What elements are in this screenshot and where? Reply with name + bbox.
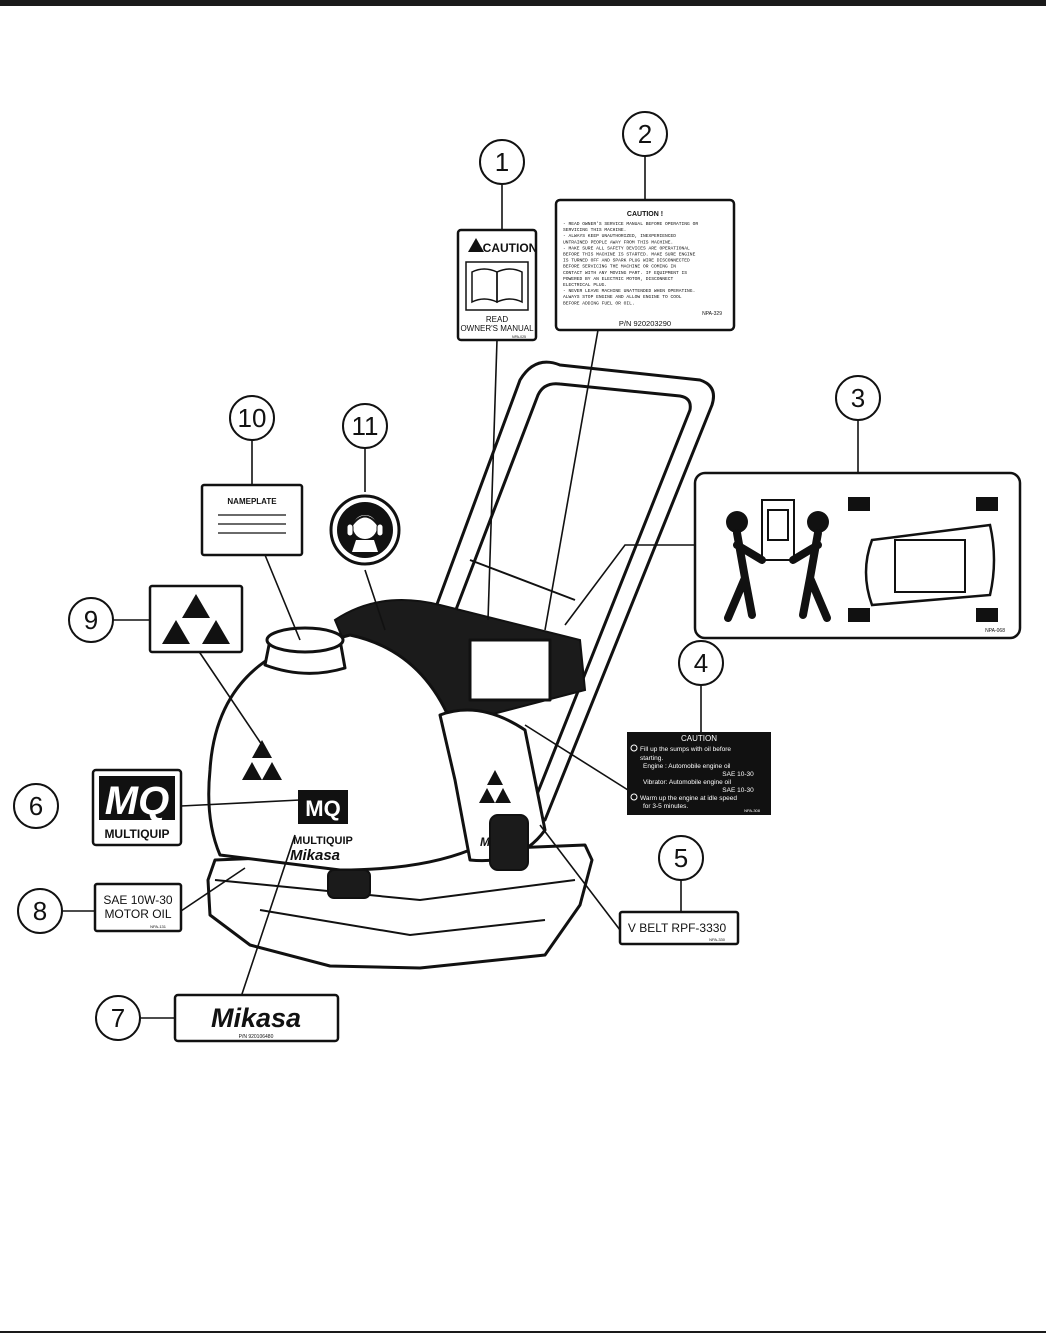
warning-triangle-icon — [468, 238, 484, 252]
decal-11-hearing-protection — [329, 494, 401, 566]
svg-text:NPA-329: NPA-329 — [702, 311, 722, 317]
svg-text:Mikasa: Mikasa — [211, 1003, 301, 1033]
machine-mq-text: MQ — [305, 796, 340, 821]
svg-text:P/N 920106480: P/N 920106480 — [239, 1034, 274, 1040]
svg-text:10: 10 — [238, 403, 267, 433]
decal-2-line: - MAKE SURE ALL SAFETY DEVICES ARE OPERA… — [563, 245, 690, 251]
svg-text:NPA-308: NPA-308 — [744, 808, 761, 813]
decal-2-line: UNTRAINED PEOPLE AWAY FROM THIS MACHINE. — [563, 239, 673, 245]
callout-4: 4 — [678, 640, 724, 686]
svg-text:CAUTION: CAUTION — [681, 734, 717, 743]
decal-9-vibration-symbol — [148, 584, 244, 654]
decal-6-multiquip-logo: MQ MULTIQUIP — [91, 768, 183, 847]
svg-text:7: 7 — [111, 1003, 125, 1033]
page-bottom-rule — [0, 1331, 1046, 1333]
svg-text:3: 3 — [851, 383, 865, 413]
svg-text:Warm up the engine at idle spe: Warm up the engine at idle speed — [640, 795, 737, 802]
svg-text:MOTOR OIL: MOTOR OIL — [104, 907, 171, 921]
decal-2-line: - NEVER LEAVE MACHINE UNATTENDED WHEN OP… — [563, 288, 695, 294]
machine-brand-text: MULTIQUIP — [293, 835, 353, 847]
decal-2-line: SERVICING THIS MACHINE. — [563, 227, 626, 233]
page-top-rule — [0, 0, 1046, 6]
decal-8-motor-oil: SAE 10W-30 MOTOR OIL NPA-131 — [93, 882, 183, 933]
decal-2-line: BEFORE ADDING FUEL OR OIL. — [563, 300, 635, 306]
decal-2-line: - READ OWNER'S SERVICE MANUAL BEFORE OPE… — [563, 221, 698, 227]
decal-2-line: CONTACT WITH ANY MOVING PART. IF EQUIPME… — [563, 270, 687, 276]
svg-text:Engine : Automobile engine o: Engine : Automobile engine oil — [643, 763, 731, 770]
callout-8: 8 — [17, 888, 63, 934]
svg-text:8: 8 — [33, 896, 47, 926]
decal-2-line: POWERED BY AN ELECTRIC MOTOR, DISCONNECT — [563, 276, 674, 282]
callout-3: 3 — [835, 375, 881, 421]
svg-text:11: 11 — [352, 411, 379, 441]
svg-text:MULTIQUIP: MULTIQUIP — [104, 827, 169, 841]
callout-7: 7 — [95, 995, 141, 1041]
open-book-icon — [471, 268, 523, 304]
svg-text:for 3-5 minutes.: for 3-5 minutes. — [643, 803, 688, 810]
svg-text:OWNER'S MANUAL: OWNER'S MANUAL — [460, 324, 534, 333]
svg-text:starting.: starting. — [640, 755, 663, 762]
svg-text:NPA-068: NPA-068 — [985, 628, 1005, 634]
callout-1: 1 — [479, 139, 525, 185]
decal-2-line: BEFORE THIS MACHINE IS STARTED. MAKE SUR… — [563, 252, 696, 258]
svg-text:SAE 10-30: SAE 10-30 — [722, 787, 754, 794]
svg-text:NPA-131: NPA-131 — [150, 924, 167, 929]
svg-text:NAMEPLATE: NAMEPLATE — [227, 497, 277, 506]
ear-protection-icon — [346, 515, 384, 552]
two-person-lift-icon — [724, 499, 831, 622]
plate-compactor-machine: MQ MULTIQUIP Mikasa Mikasa — [206, 360, 715, 970]
callout-2: 2 — [622, 111, 668, 157]
svg-text:SAE 10W-30: SAE 10W-30 — [103, 893, 172, 907]
svg-text:Vibrator: Automobile engine o: Vibrator: Automobile engine oil — [643, 779, 732, 786]
svg-text:CAUTION !: CAUTION ! — [627, 211, 663, 218]
svg-text:2: 2 — [638, 119, 652, 149]
callout-9: 9 — [68, 597, 114, 643]
callout-10: 10 — [229, 395, 275, 441]
svg-text:4: 4 — [694, 648, 708, 678]
callout-5: 5 — [658, 835, 704, 881]
decal-3-lifting-points: NPA-068 — [693, 471, 1022, 640]
decal-2-line: ALWAYS STOP ENGINE AND ALLOW ENGINE TO C… — [563, 294, 682, 300]
decal-5-v-belt: V BELT RPF-3330 NPA-330 — [618, 910, 740, 946]
svg-text:1: 1 — [495, 147, 509, 177]
base-bumper — [327, 869, 371, 899]
decal-2-line: IS TURNED OFF AND SPARK PLUG WIRE DISCON… — [563, 258, 690, 264]
svg-text:5: 5 — [674, 843, 688, 873]
machine-mikasa-text: Mikasa — [290, 847, 340, 864]
svg-text:P/N 920203290: P/N 920203290 — [619, 319, 671, 328]
svg-text:SAE 10-30: SAE 10-30 — [722, 771, 754, 778]
machine-vibration-symbol-2 — [479, 770, 511, 803]
decal-2-line: BEFORE SERVICING THE MACHINE OR COMING I… — [563, 264, 676, 270]
decal-2-line: - ALWAYS KEEP UNAUTHORIZED, INEXPERIENCE… — [563, 233, 676, 239]
svg-text:NPA-330: NPA-330 — [709, 937, 726, 942]
callout-11: 11 — [342, 403, 388, 449]
svg-text:NPA-025: NPA-025 — [512, 335, 526, 339]
svg-text:CAUTION: CAUTION — [483, 241, 538, 255]
decal-2-caution-text: CAUTION ! - READ OWNER'S SERVICE MANUAL … — [554, 198, 736, 332]
svg-text:READ: READ — [486, 315, 508, 324]
svg-text:6: 6 — [29, 791, 43, 821]
callout-6: 6 — [13, 783, 59, 829]
svg-text:V BELT RPF-3330: V BELT RPF-3330 — [628, 921, 727, 935]
leader-lines — [62, 155, 859, 1019]
svg-text:MQ: MQ — [105, 779, 169, 823]
svg-text:9: 9 — [84, 605, 98, 635]
machine-mq-logo — [298, 790, 348, 824]
lift-hand-points-icon — [848, 497, 998, 622]
decal-4-oil-caution: CAUTION Fill up the sumps with oil befor… — [627, 732, 771, 815]
machine-vibration-symbol — [242, 740, 282, 780]
decal-1-read-manual: CAUTION READ OWNER'S MANUAL NPA-025 — [456, 228, 538, 342]
throttle-housing — [489, 814, 529, 871]
svg-text:Fill up the sumps with oil bef: Fill up the sumps with oil before — [640, 746, 731, 753]
decal-7-mikasa-logo: Mikasa P/N 920106480 — [173, 993, 340, 1043]
decal-2-line: ELECTRICAL PLUG. — [563, 282, 607, 288]
decal-10-nameplate: NAMEPLATE — [200, 483, 304, 557]
engine-block — [468, 638, 552, 702]
